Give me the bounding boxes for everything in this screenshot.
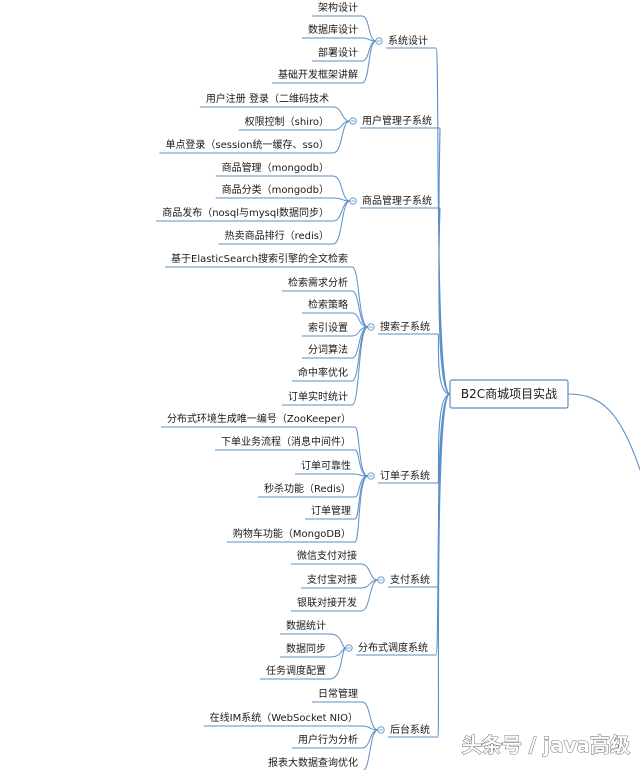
leaf-label[interactable]: 检索需求分析: [288, 276, 348, 289]
leaf-connector: [354, 475, 369, 520]
leaf-connector: [332, 200, 351, 245]
leaf-label[interactable]: 权限控制（shiro）: [245, 115, 329, 128]
leaf-connector: [351, 326, 369, 359]
leaf-connector: [329, 633, 347, 649]
branch-label[interactable]: 后台系统: [390, 723, 430, 736]
leaf-connector: [332, 120, 351, 154]
leaf-connector: [361, 40, 377, 62]
leaf-label[interactable]: 商品管理（mongodb）: [222, 161, 329, 174]
leaf-connector: [361, 701, 379, 731]
leaf-label[interactable]: 商品发布（nosql与mysql数据同步）: [162, 206, 329, 219]
leaf-label[interactable]: 数据库设计: [308, 23, 358, 36]
root-node[interactable]: B2C商城项目实战: [449, 379, 569, 409]
leaf-connector: [351, 326, 369, 406]
leaf-label[interactable]: 购物车功能（MongoDB）: [233, 527, 351, 540]
leaf-connector: [361, 725, 379, 731]
leaf-label[interactable]: 用户行为分析: [298, 733, 358, 746]
connector-layer: [156, 15, 640, 770]
leaf-label[interactable]: 用户注册 登录（二维码技术: [206, 92, 329, 105]
leaf-label[interactable]: 支付宝对接: [307, 573, 357, 586]
leaf-connector: [361, 40, 377, 84]
branch-label[interactable]: 订单子系统: [380, 469, 430, 482]
leaf-connector: [329, 647, 347, 680]
leaf-connector: [332, 200, 351, 222]
branch-connector: [435, 393, 451, 656]
root-node-box: [449, 379, 569, 409]
leaf-connector: [360, 563, 379, 581]
leaf-connector: [332, 197, 351, 202]
leaf-connector: [351, 266, 369, 328]
leaf-label[interactable]: 数据同步: [286, 642, 326, 655]
leaf-label[interactable]: 部署设计: [318, 46, 358, 59]
leaf-connector: [361, 729, 379, 749]
branch-label[interactable]: 商品管理子系统: [362, 194, 432, 207]
branch-connector: [437, 393, 451, 738]
leaf-label[interactable]: 命中率优化: [298, 366, 348, 379]
leaf-label[interactable]: 索引设置: [308, 321, 348, 334]
leaf-label[interactable]: 微信支付对接: [297, 549, 357, 562]
leaf-label[interactable]: 单点登录（session统一缓存、sso）: [165, 138, 329, 151]
branch-connector: [438, 207, 451, 395]
leaf-connector: [332, 106, 351, 122]
leaf-connector: [351, 290, 369, 328]
leaf-label[interactable]: 报表大数据查询优化: [268, 756, 358, 769]
leaf-label[interactable]: 分词算法: [308, 343, 348, 356]
branch-label[interactable]: 分布式调度系统: [358, 641, 428, 654]
leaf-label[interactable]: 下单业务流程（消息中间件）: [221, 435, 351, 448]
leaf-label[interactable]: 基础开发框架讲解: [278, 68, 358, 81]
leaf-label[interactable]: 数据统计: [286, 619, 326, 632]
leaf-label[interactable]: 商品分类（mongodb）: [222, 183, 329, 196]
leaf-connector: [332, 175, 351, 202]
root-node-label: B2C商城项目实战: [461, 386, 557, 401]
leaf-connector: [354, 426, 369, 477]
watermark-text: 头条号 / java高级: [462, 733, 630, 757]
leaf-connector: [361, 15, 377, 42]
branch-label[interactable]: 搜索子系统: [380, 320, 430, 333]
leaf-connector: [362, 729, 379, 770]
leaf-label[interactable]: 在线IM系统（WebSocket NIO）: [210, 711, 358, 724]
branch-connector: [437, 393, 451, 484]
branch-label[interactable]: 用户管理子系统: [362, 114, 432, 127]
leaf-connector: [354, 449, 369, 477]
leaf-label[interactable]: 检索策略: [308, 298, 348, 311]
leaf-label[interactable]: 银联对接开发: [297, 596, 357, 609]
leaf-label[interactable]: 任务调度配置: [266, 664, 326, 677]
branch-label[interactable]: 支付系统: [390, 573, 430, 586]
leaf-label[interactable]: 订单可靠性: [301, 459, 351, 472]
leaf-label[interactable]: 订单实时统计: [288, 390, 348, 403]
leaf-label[interactable]: 秒杀功能（Redis）: [264, 482, 351, 495]
leaf-label[interactable]: 分布式环境生成唯一编号（ZooKeeper）: [167, 412, 351, 425]
leaf-label[interactable]: 架构设计: [318, 1, 358, 14]
branch-label[interactable]: 系统设计: [388, 34, 428, 47]
leaf-label[interactable]: 基于ElasticSearch搜索引擎的全文检索: [171, 252, 348, 265]
root-right-connector: [567, 393, 640, 471]
leaf-label[interactable]: 日常管理: [318, 687, 358, 700]
leaf-connector: [361, 37, 377, 42]
leaf-connector: [351, 312, 369, 328]
leaf-connector: [354, 475, 369, 543]
leaf-label[interactable]: 订单管理: [311, 504, 351, 517]
leaf-connector: [360, 579, 379, 612]
branch-connector: [437, 333, 451, 395]
leaf-label[interactable]: 热卖商品排行（redis）: [225, 229, 329, 242]
